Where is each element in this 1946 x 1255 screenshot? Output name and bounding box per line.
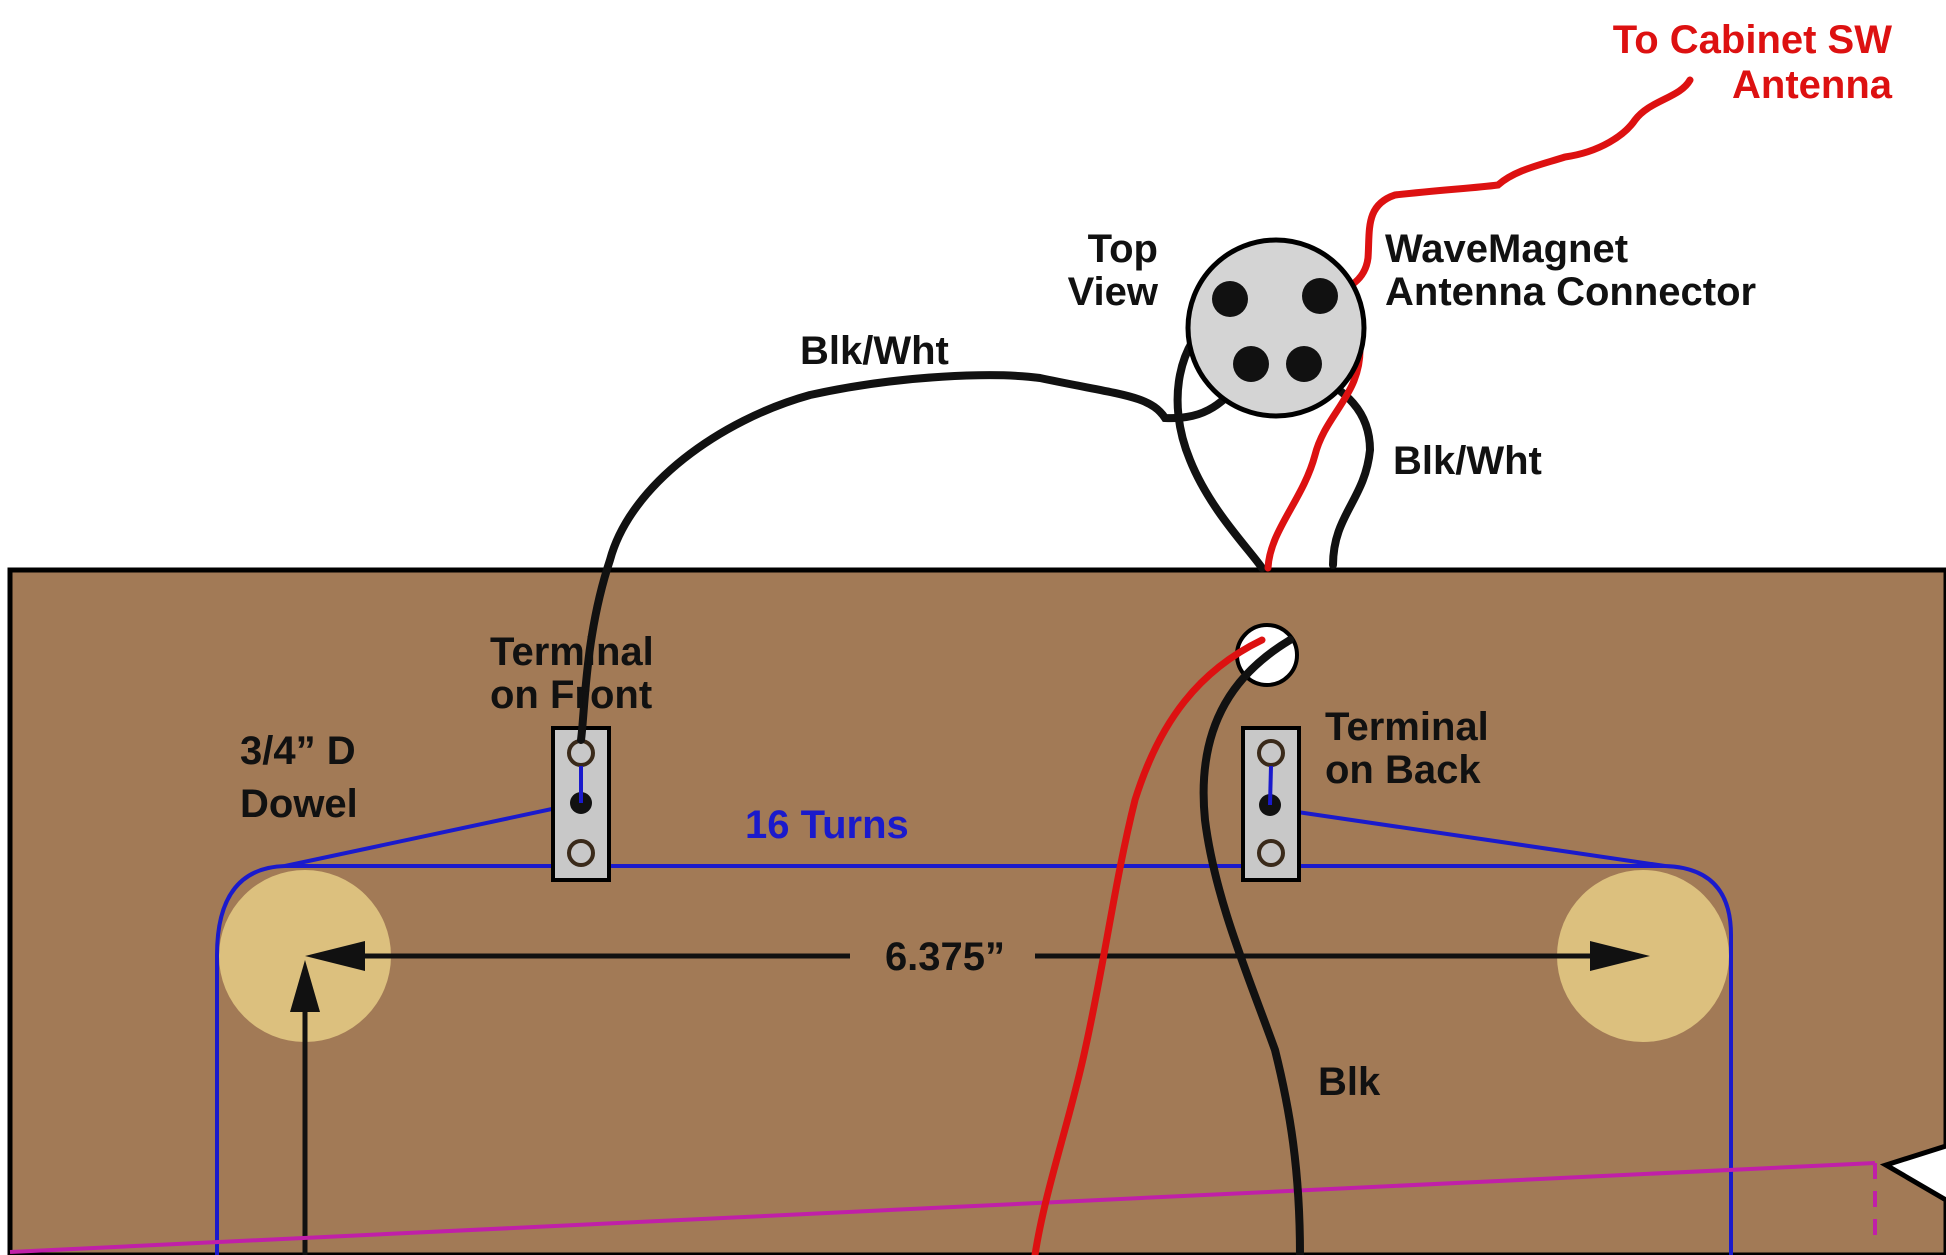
dimension-arrow-horizontal bbox=[305, 941, 1650, 971]
label-dowel-2: Dowel bbox=[240, 782, 358, 826]
label-cabinet-antenna-2: Antenna bbox=[1732, 63, 1893, 107]
label-terminal-back-1: Terminal bbox=[1325, 705, 1489, 749]
coil-lead-front bbox=[284, 801, 581, 868]
label-terminal-front-1: Terminal bbox=[490, 630, 654, 674]
label-terminal-front-2: on Front bbox=[490, 673, 652, 717]
label-blk-wht-left: Blk/Wht bbox=[800, 329, 949, 373]
label-top-view-2: View bbox=[1068, 270, 1159, 314]
label-blk-wht-right: Blk/Wht bbox=[1393, 439, 1542, 483]
antenna-connector bbox=[1185, 237, 1367, 419]
wire-blk-wht-front bbox=[577, 365, 1257, 744]
magenta-line bbox=[9, 1161, 1876, 1254]
label-dowel-1: 3/4” D bbox=[240, 729, 356, 773]
wire-red-board bbox=[1031, 636, 1266, 1255]
wire-blk-board bbox=[1199, 636, 1304, 1255]
label-blk: Blk bbox=[1318, 1060, 1381, 1104]
label-top-view-1: Top bbox=[1088, 227, 1158, 271]
label-terminal-back-2: on Back bbox=[1325, 748, 1481, 792]
label-dimension: 6.375” bbox=[885, 935, 1005, 979]
dimension-arrow-vertical bbox=[290, 960, 320, 1255]
wooden-board bbox=[7, 567, 1946, 1255]
label-connector-1: WaveMagnet bbox=[1385, 227, 1628, 271]
coil-lead-back bbox=[1269, 806, 1666, 868]
wire-red-cabinet bbox=[1316, 76, 1694, 300]
label-cabinet-antenna-1: To Cabinet SW bbox=[1613, 18, 1892, 62]
terminal-back bbox=[1241, 726, 1301, 882]
terminal-front bbox=[551, 726, 611, 882]
label-connector-2: Antenna Connector bbox=[1385, 270, 1756, 314]
label-turns: 16 Turns bbox=[745, 803, 909, 847]
